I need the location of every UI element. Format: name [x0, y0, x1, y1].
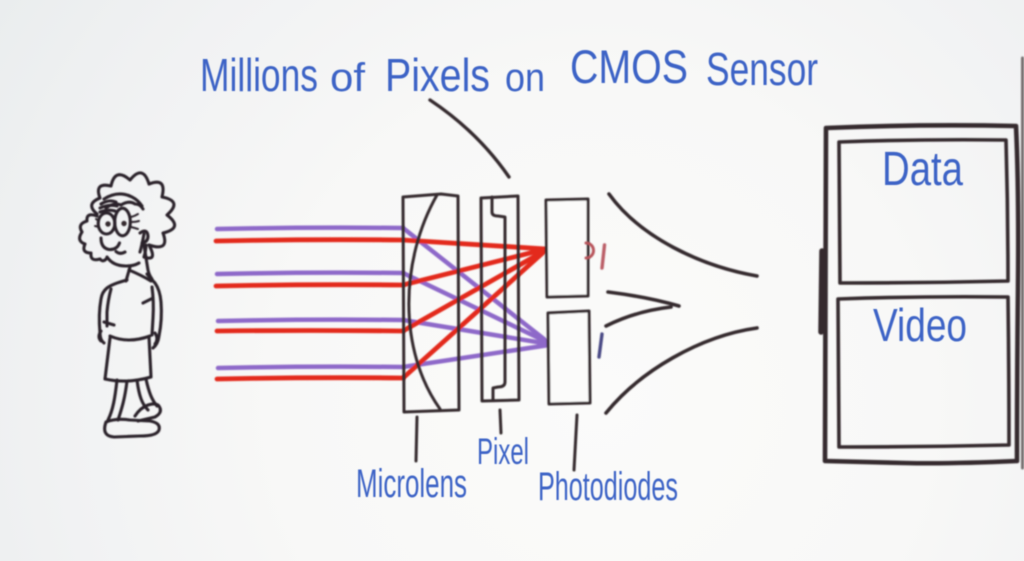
svg-text:CMOS: CMOS: [570, 40, 688, 93]
svg-text:Video: Video: [873, 299, 967, 351]
svg-text:Millions: Millions: [200, 49, 318, 101]
svg-text:Pixels: Pixels: [385, 49, 490, 101]
svg-text:Photodiodes: Photodiodes: [538, 465, 678, 509]
svg-text:of: of: [330, 56, 366, 100]
svg-text:Pixel: Pixel: [477, 431, 529, 472]
svg-text:Sensor: Sensor: [706, 43, 818, 95]
svg-text:Data: Data: [882, 143, 963, 196]
svg-text:on: on: [505, 56, 545, 100]
svg-text:Microlens: Microlens: [356, 462, 467, 506]
